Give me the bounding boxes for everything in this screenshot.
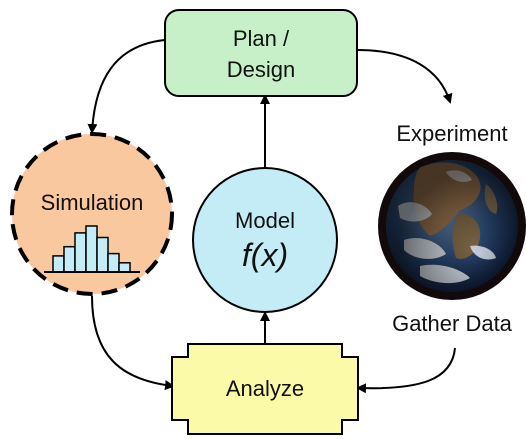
histogram-bar — [96, 236, 109, 273]
histogram-bar — [63, 245, 76, 273]
analyze-shape — [171, 343, 359, 435]
histogram-bar — [107, 252, 120, 273]
analyze-label: Analyze — [226, 376, 304, 401]
model-node: Model f(x) — [192, 167, 338, 313]
analyze-node: Analyze — [171, 343, 359, 435]
histogram-bar — [85, 225, 98, 273]
model-label: Model — [235, 208, 295, 233]
plan-design-label-line2: Design — [227, 57, 295, 82]
gather-data-label: Gather Data — [392, 311, 513, 336]
arrow-plan-to-experiment — [356, 49, 453, 104]
arrow-plan-to-simulation — [87, 39, 166, 134]
simulation-label: Simulation — [41, 190, 144, 215]
model-circle — [192, 167, 338, 313]
simulation-node: Simulation — [10, 132, 174, 296]
histogram-icon — [52, 225, 131, 273]
plan-design-node: Plan / Design — [164, 9, 358, 97]
arrow-gather-to-analyze — [356, 347, 456, 394]
histogram-bar — [52, 255, 65, 273]
experiment-label: Experiment — [396, 121, 507, 146]
arrow-simulation-to-analyze — [91, 295, 175, 391]
plan-design-label-line1: Plan / — [233, 26, 290, 51]
simulation-circle — [10, 132, 174, 296]
model-formula: f(x) — [242, 237, 288, 273]
histogram-bar — [74, 232, 87, 273]
earth-globe-image — [378, 152, 526, 300]
plan-design-box — [164, 9, 358, 97]
histogram-bar — [118, 262, 131, 273]
experiment-node: Experiment Gather Data — [378, 121, 526, 336]
